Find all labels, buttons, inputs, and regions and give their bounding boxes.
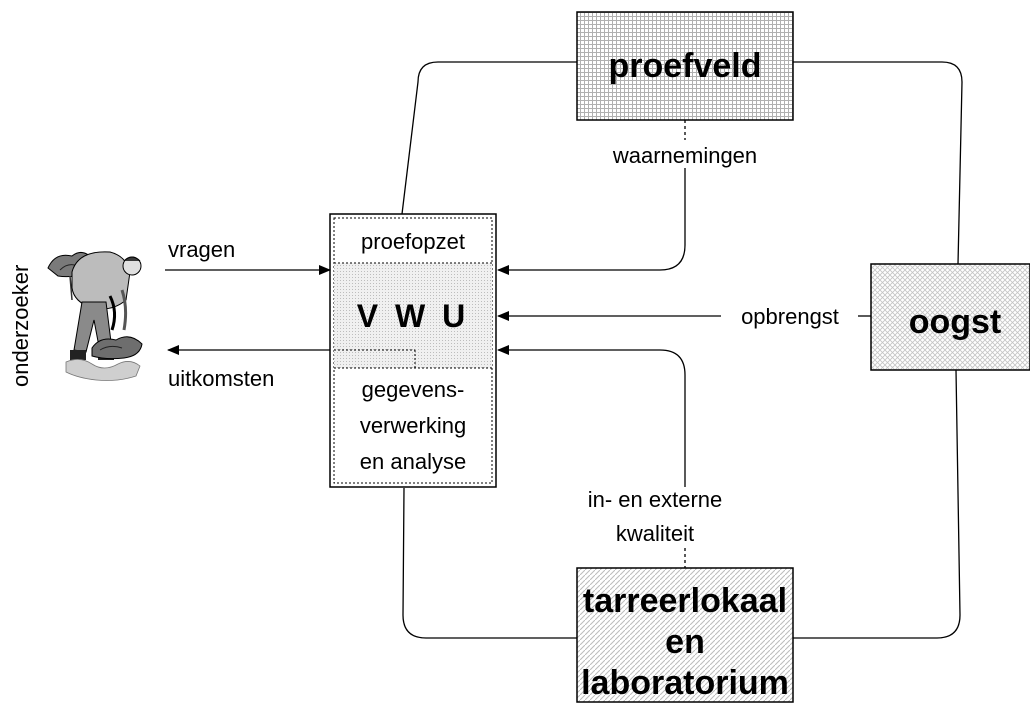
researcher-illustration: [47, 251, 143, 381]
tarreer-label-line-1: tarreerlokaal: [583, 582, 787, 620]
kwaliteit-label-line-1: in- en externe: [588, 487, 723, 512]
vwu-box: proefopzet V W U gegevens- verwerking en…: [329, 213, 497, 488]
vragen-arrow: vragen: [165, 237, 331, 275]
proefveld-box: proefveld: [576, 11, 794, 121]
uitkomsten-label: uitkomsten: [168, 366, 274, 391]
vwu-analyse-line-1: gegevens-: [362, 377, 465, 402]
opbrengst-arrow: opbrengst: [497, 304, 871, 329]
vragen-label: vragen: [168, 237, 235, 262]
onderzoeker-label: onderzoeker: [8, 265, 33, 387]
loop-lines: [401, 61, 963, 639]
tarreerlokaal-box: tarreerlokaal en laboratorium: [576, 567, 794, 703]
oogst-box: oogst: [870, 263, 1030, 371]
proefveld-label: proefveld: [608, 47, 761, 85]
tarreer-label-line-2: en: [665, 623, 705, 661]
tarreer-label-line-3: laboratorium: [581, 664, 789, 702]
opbrengst-label: opbrengst: [741, 304, 839, 329]
vwu-analyse-line-2: verwerking: [360, 413, 466, 438]
vwu-proefopzet-label: proefopzet: [361, 229, 465, 254]
uitkomsten-arrow: uitkomsten: [167, 345, 416, 391]
waarnemingen-arrow: waarnemingen: [497, 120, 757, 275]
waarnemingen-label: waarnemingen: [612, 143, 757, 168]
kwaliteit-label-line-2: kwaliteit: [616, 521, 694, 546]
oogst-label: oogst: [909, 303, 1002, 341]
vwu-title: V W U: [357, 298, 469, 334]
vwu-analyse-line-3: en analyse: [360, 449, 466, 474]
kwaliteit-arrow: in- en externe kwaliteit: [497, 345, 723, 568]
